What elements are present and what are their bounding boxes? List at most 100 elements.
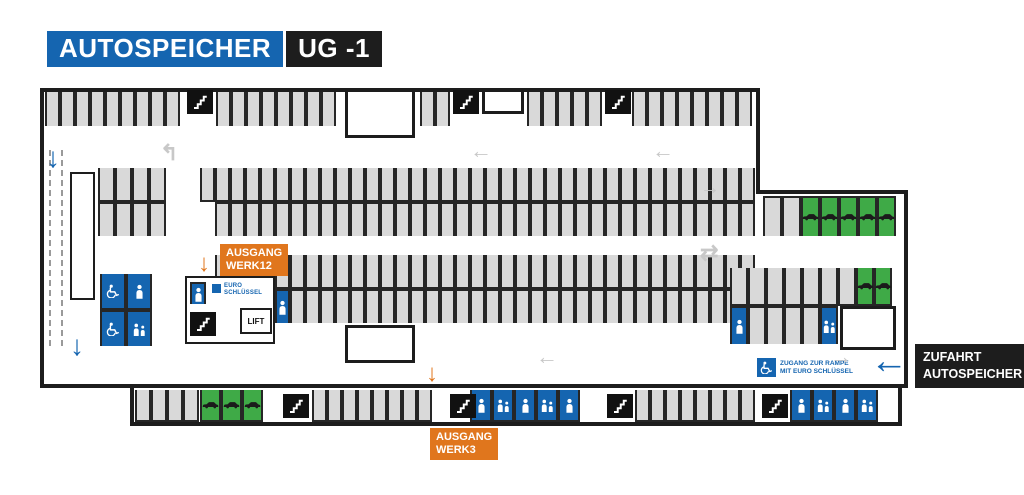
parking-stall [380,202,395,236]
parking-stall [440,255,455,289]
floor-arrow-7: → [830,344,852,369]
parking-stall [710,255,725,289]
parking-stall [500,202,515,236]
parking-stall-green [801,196,820,236]
car-icon [859,213,876,221]
family-icon [540,399,555,412]
parking-stall [350,255,365,289]
parking-stall [820,268,838,306]
wheelchair-icon [106,322,120,336]
parking-stall [231,90,246,126]
person-icon [194,287,203,302]
parking-stall-green [856,268,874,306]
parking-stall [215,202,230,236]
ramp-access-note: ZUGANG ZUR RAMPE MIT EURO SCHLÜSSEL [757,358,853,377]
parking-stall-green [874,268,892,306]
parking-stall [620,255,635,289]
top-row-3 [420,90,450,126]
zufahrt-arrow: ← [870,340,908,382]
parking-stall [680,255,695,289]
parking-stall [420,90,435,126]
parking-stall [545,168,560,202]
parking-stall [838,268,856,306]
parking-stall [802,268,820,306]
parking-stall [545,255,560,289]
parking-stall [290,289,305,323]
floor-arrow-2: ← [470,138,492,163]
parking-stall [740,168,755,202]
parking-stall [485,168,500,202]
parking-stall [725,202,740,236]
parking-stall [730,268,748,306]
right-mid-upper [730,268,892,306]
right-mid-lower [730,306,838,344]
parking-stall [290,168,305,202]
parking-stall [515,255,530,289]
wall-ext-top [756,190,908,194]
parking-stall [530,289,545,323]
parking-stall [380,289,395,323]
ausgang-werk3-arrow: ↓ [426,360,438,387]
family-icon [860,399,875,412]
lane-arrow-down-bottom: ↓ [70,330,84,361]
parking-stall [365,168,380,202]
parking-stall [560,202,575,236]
parking-stall [784,306,802,344]
parking-stall [707,90,722,126]
parking-stall [530,255,545,289]
parking-stall-green [858,196,877,236]
bottom-green-row [200,390,263,422]
parking-stall [312,390,327,422]
top-row-1 [45,90,180,126]
parking-stall [680,390,695,422]
parking-stall-green [877,196,896,236]
parking-stall [395,289,410,323]
parking-stall [620,168,635,202]
parking-stall [515,168,530,202]
parking-stall [680,289,695,323]
parking-stall [425,202,440,236]
top-row-2 [216,90,336,126]
person-icon [135,284,144,299]
parking-stall [98,202,115,236]
parking-stall [327,390,342,422]
parking-stall [115,168,132,202]
parking-stall [365,255,380,289]
parking-stall [605,202,620,236]
top-gap-room [482,88,524,114]
car-icon [840,213,857,221]
person-icon [477,398,486,413]
parking-stall [395,255,410,289]
parking-stall-green [200,390,221,422]
parking-stall [665,390,680,422]
stairs-icon [187,90,213,114]
parking-stall [485,202,500,236]
parking-stall [320,289,335,323]
parking-stall [470,255,485,289]
parking-stall [151,390,167,422]
parking-stall [305,202,320,236]
parking-stall [200,168,215,202]
parking-stall [470,202,485,236]
family-icon [496,399,511,412]
parking-stall [766,306,784,344]
parking-stall [632,90,647,126]
parking-stall [335,168,350,202]
parking-stall-blue [730,306,748,344]
parking-stall [635,202,650,236]
parking-stall [500,289,515,323]
parking-stall [435,90,450,126]
parking-stall [575,255,590,289]
parking-stall [290,255,305,289]
parking-stall [748,306,766,344]
parking-stall [45,90,60,126]
car-icon [223,401,240,409]
parking-stall [455,289,470,323]
parking-stall [320,202,335,236]
bottom-row-2 [312,390,432,422]
wall-strip-right [898,388,902,426]
parking-stall-blue [126,274,152,310]
wall-bottom [40,384,908,388]
parking-stall [515,289,530,323]
